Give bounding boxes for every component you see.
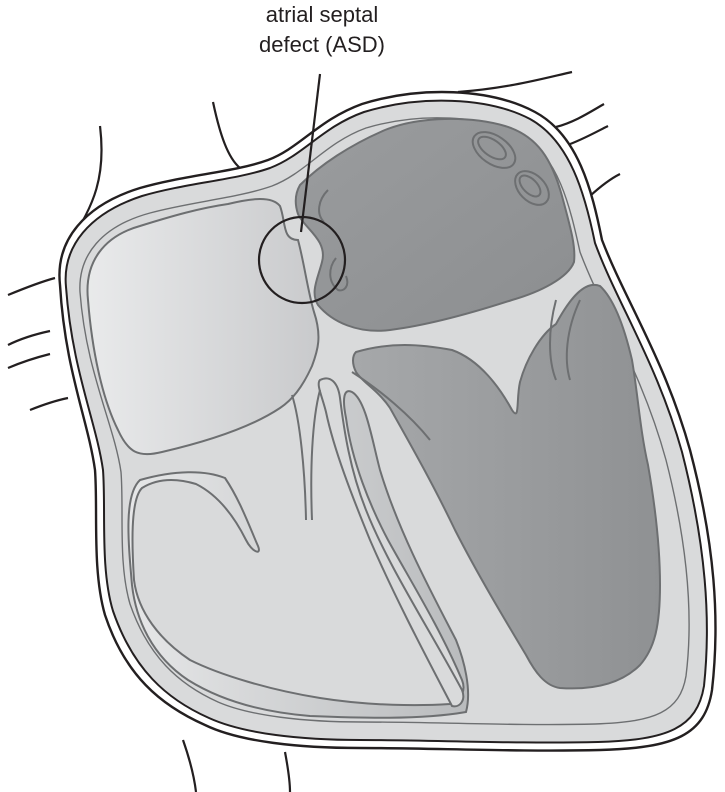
vessel-line: [590, 174, 620, 196]
vessel-line: [565, 126, 608, 146]
vessel-line: [285, 752, 290, 792]
vessel-line: [213, 102, 240, 168]
vessel-line: [8, 278, 55, 295]
vessel-line: [183, 740, 196, 792]
vessel-line: [8, 354, 50, 368]
vessel-line: [8, 331, 50, 345]
vessel-line: [458, 72, 572, 92]
vessel-line: [30, 398, 68, 410]
vessel-line: [556, 104, 604, 127]
